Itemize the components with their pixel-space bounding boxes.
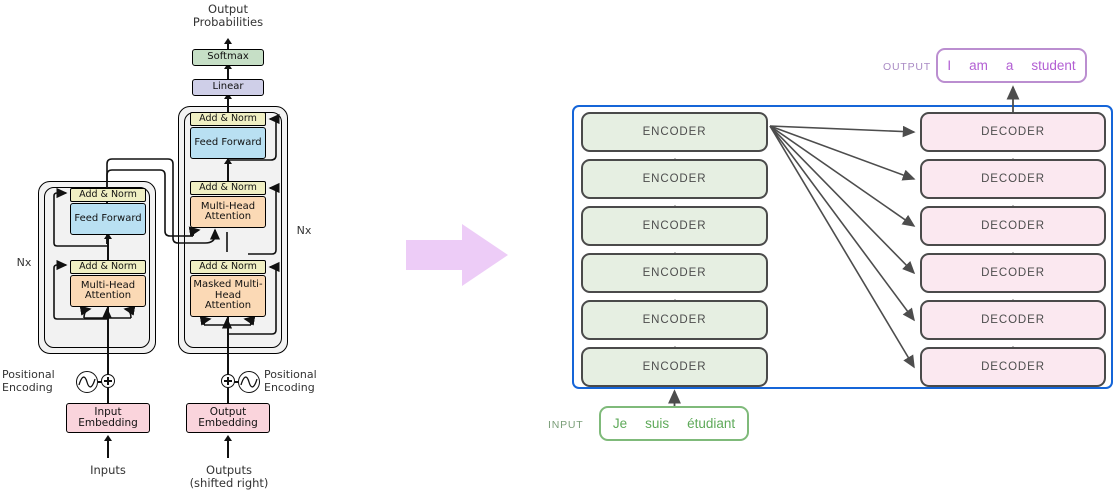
decoder-multi-head-attention: Multi-Head Attention bbox=[190, 196, 266, 228]
encoder-block-1[interactable]: ENCODER bbox=[581, 112, 768, 152]
stack-connector-arrow bbox=[1009, 152, 1017, 165]
wire-decoder-mha-to-ff bbox=[227, 160, 229, 181]
stack-connector-arrow bbox=[1009, 199, 1017, 212]
output-sentence-box: I am a student bbox=[936, 48, 1087, 83]
encoder-block-4[interactable]: ENCODER bbox=[581, 253, 768, 293]
wire-encoder-input-trunk bbox=[107, 307, 109, 379]
stack-connector-arrow bbox=[1009, 246, 1017, 259]
decoder-sine-icon bbox=[238, 371, 260, 393]
wire-decoder-top-trunk bbox=[227, 96, 229, 120]
input-token: suis bbox=[645, 416, 670, 431]
wire-decoder-input-trunk bbox=[227, 317, 229, 379]
arrow-decoder-to-linear bbox=[224, 93, 232, 99]
input-token: étudiant bbox=[687, 416, 736, 431]
input-token: Je bbox=[612, 416, 628, 431]
decoder-add-norm-top: Add & Norm bbox=[190, 112, 266, 126]
encoder-block-5[interactable]: ENCODER bbox=[581, 300, 768, 340]
encoder-add-positional-icon bbox=[101, 374, 115, 388]
output-token: I bbox=[947, 58, 952, 73]
arrow-to-output bbox=[224, 38, 232, 44]
output-tag-label: OUTPUT bbox=[883, 61, 931, 73]
stack-connector-arrow bbox=[671, 199, 679, 212]
decoder-add-norm-mid: Add & Norm bbox=[190, 181, 266, 195]
decoder-block-3[interactable]: DECODER bbox=[920, 206, 1106, 246]
encoder-add-norm-top: Add & Norm bbox=[70, 188, 146, 202]
linear-box: Linear bbox=[192, 79, 264, 96]
decoder-block-5[interactable]: DECODER bbox=[920, 300, 1106, 340]
decoder-add-positional-icon bbox=[221, 374, 235, 388]
wire-linear-to-softmax bbox=[227, 66, 229, 79]
output-token: am bbox=[969, 58, 988, 73]
decoder-feed-forward: Feed Forward bbox=[190, 127, 266, 159]
right-arrow-icon bbox=[406, 224, 508, 286]
output-token: student bbox=[1031, 58, 1076, 73]
encoder-block-6[interactable]: ENCODER bbox=[581, 347, 768, 387]
stack-connector-arrow bbox=[671, 246, 679, 259]
encoder-positional-encoding-label: Positional Encoding bbox=[2, 368, 55, 394]
stack-connector-arrow bbox=[671, 293, 679, 306]
wire-outputs-to-embedding bbox=[227, 440, 229, 458]
wire-pe-to-plus-encoder bbox=[98, 381, 102, 383]
arrow-linear-to-softmax bbox=[224, 63, 232, 69]
encoder-inner-shell bbox=[44, 187, 150, 348]
encoder-feed-forward: Feed Forward bbox=[70, 203, 146, 235]
decoder-masked-multi-head-attention: Masked Multi-Head Attention bbox=[190, 275, 266, 317]
decoder-block-6[interactable]: DECODER bbox=[920, 347, 1106, 387]
input-sentence-box: Je suis étudiant bbox=[599, 406, 749, 441]
transformer-architecture-figure: Output Probabilities Softmax Linear Add … bbox=[0, 0, 340, 490]
wire-pe-to-plus-decoder bbox=[234, 381, 239, 383]
encoder-add-norm-bottom: Add & Norm bbox=[70, 260, 146, 274]
decoder-positional-encoding-label: Positional Encoding bbox=[264, 368, 317, 394]
encoder-block-2[interactable]: ENCODER bbox=[581, 159, 768, 199]
stack-connector-arrow bbox=[1009, 340, 1017, 353]
encoder-multi-head-attention: Multi-Head Attention bbox=[70, 275, 146, 307]
encoder-block-3[interactable]: ENCODER bbox=[581, 206, 768, 246]
outputs-label: Outputs (shifted right) bbox=[189, 463, 269, 490]
output-embedding-box: Output Embedding bbox=[186, 403, 270, 433]
wire-encoder-mha-to-ff bbox=[107, 236, 109, 260]
output-probabilities-label: Output Probabilities bbox=[192, 2, 264, 30]
arrow-outputs-to-embedding bbox=[224, 435, 232, 441]
input-embedding-box: Input Embedding bbox=[66, 403, 150, 433]
input-tag-label: INPUT bbox=[548, 419, 584, 431]
wire-inputs-to-embedding bbox=[107, 440, 109, 458]
encoder-decoder-stack-figure: OUTPUT I am a student INPUT Je suis étud… bbox=[540, 0, 1119, 489]
encoder-repeat-label: Nx bbox=[16, 256, 32, 269]
encoder-sine-icon bbox=[76, 371, 98, 393]
inputs-label: Inputs bbox=[90, 463, 126, 477]
output-token: a bbox=[1005, 58, 1014, 73]
decoder-block-1[interactable]: DECODER bbox=[920, 112, 1106, 152]
stack-connector-arrow bbox=[1009, 293, 1017, 306]
stack-connector-arrow bbox=[671, 152, 679, 165]
decoder-add-norm-bottom: Add & Norm bbox=[190, 260, 266, 274]
decoder-block-2[interactable]: DECODER bbox=[920, 159, 1106, 199]
arrow-decoder-mha-to-ff bbox=[224, 158, 232, 164]
decoder-block-4[interactable]: DECODER bbox=[920, 253, 1106, 293]
decoder-repeat-label: Nx bbox=[296, 224, 312, 237]
arrow-inputs-to-embedding bbox=[104, 435, 112, 441]
wire-embedding-to-plus-encoder bbox=[107, 388, 109, 404]
softmax-box: Softmax bbox=[192, 49, 264, 66]
wire-embedding-to-plus-decoder bbox=[227, 388, 229, 404]
stack-connector-arrow bbox=[671, 340, 679, 353]
